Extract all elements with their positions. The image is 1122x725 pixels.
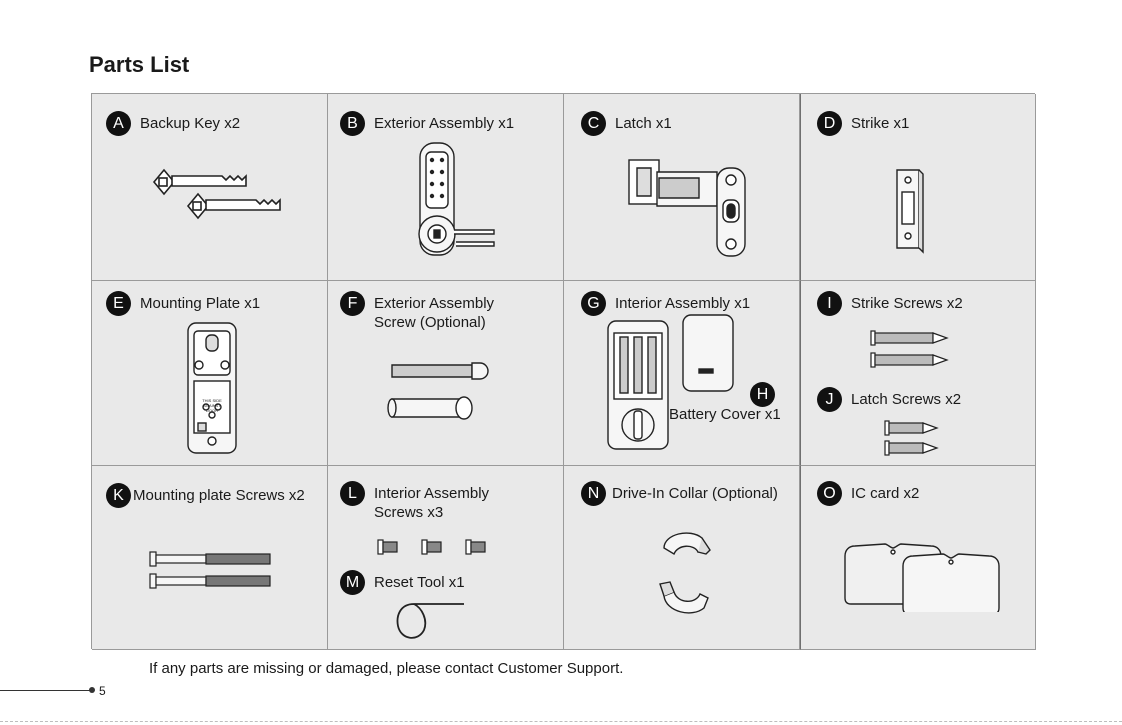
part-label-l: Interior Assembly Screws x3: [374, 485, 490, 521]
part-badge-i: I: [817, 291, 842, 316]
part-cell-l-m: L Interior Assembly Screws x3 M Reset To…: [328, 466, 564, 650]
part-cell-g: G Interior Assembly x1 H Battery Cover x…: [564, 281, 800, 466]
part-cell-a: A Backup Key x2: [92, 94, 328, 281]
battery-cover-illustration: [682, 314, 734, 392]
part-badge-c: C: [581, 111, 606, 136]
part-badge-l: L: [340, 481, 365, 506]
page-number: 5: [99, 684, 106, 698]
exterior-assembly-screw-illustration: [387, 362, 489, 420]
latch-screws-illustration: [884, 420, 939, 456]
part-badge-n: N: [581, 481, 606, 506]
part-label-e: Mounting Plate x1: [140, 295, 261, 312]
footer-note: If any parts are missing or damaged, ple…: [149, 660, 624, 677]
part-badge-b: B: [340, 111, 365, 136]
part-badge-g: G: [581, 291, 606, 316]
part-label-k: Mounting plate Screws x2: [133, 487, 305, 504]
exterior-assembly-illustration: [418, 142, 495, 256]
bottom-rule: [0, 721, 1122, 722]
part-badge-d: D: [817, 111, 842, 136]
part-badge-m: M: [340, 570, 365, 595]
mounting-plate-screws-illustration: [149, 551, 271, 589]
part-label-c: Latch x1: [615, 115, 672, 132]
part-badge-o: O: [817, 481, 842, 506]
drive-in-collar-illustration: [659, 532, 711, 614]
part-label-f: Exterior Assembly Screw (Optional): [374, 295, 495, 331]
strike-illustration: [896, 169, 924, 254]
part-cell-k: K Mounting plate Screws x2: [92, 466, 328, 650]
mounting-plate-illustration: [187, 322, 237, 454]
plate-text: THIS SIDE AGAINST DOOR: [202, 398, 222, 413]
reset-tool-illustration: [396, 603, 464, 639]
part-cell-o: O IC card x2: [800, 466, 1036, 650]
part-cell-i-j: I Strike Screws x2 J Latch Screws x2: [800, 281, 1036, 466]
part-badge-h: H: [750, 382, 775, 407]
part-label-o: IC card x2: [851, 485, 920, 502]
part-badge-e: E: [106, 291, 131, 316]
latch-illustration: [628, 159, 746, 257]
ic-card-illustration: [844, 543, 1000, 612]
part-cell-c: C Latch x1: [564, 94, 800, 281]
page-dot: [89, 687, 95, 693]
part-badge-j: J: [817, 387, 842, 412]
interior-assembly-screws-illustration: [377, 539, 486, 555]
strike-screws-illustration: [870, 330, 949, 368]
part-cell-e: E Mounting Plate x1 THIS SIDE AGAINST DO…: [92, 281, 328, 466]
page-rule: [0, 690, 92, 691]
part-cell-d: D Strike x1: [800, 94, 1036, 281]
part-label-d: Strike x1: [851, 115, 910, 132]
part-cell-f: F Exterior Assembly Screw (Optional): [328, 281, 564, 466]
interior-assembly-illustration: [607, 320, 669, 450]
part-cell-n: N Drive-In Collar (Optional): [564, 466, 800, 650]
part-cell-b: B Exterior Assembly x1: [328, 94, 564, 281]
part-label-g: Interior Assembly x1: [615, 295, 751, 312]
part-label-h: Battery Cover x1: [669, 406, 781, 423]
parts-grid: A Backup Key x2 B Exterior Assembly x1: [91, 93, 1036, 650]
part-label-b: Exterior Assembly x1: [374, 115, 515, 132]
part-badge-a: A: [106, 111, 131, 136]
part-label-n: Drive-In Collar (Optional): [612, 485, 778, 502]
part-badge-f: F: [340, 291, 365, 316]
part-label-j: Latch Screws x2: [851, 391, 962, 408]
part-label-a: Backup Key x2: [140, 115, 241, 132]
backup-key-illustration: [152, 168, 281, 220]
part-label-i: Strike Screws x2: [851, 295, 963, 312]
part-badge-k: K: [106, 483, 131, 508]
part-label-m: Reset Tool x1: [374, 574, 465, 591]
page-title: Parts List: [89, 52, 190, 77]
